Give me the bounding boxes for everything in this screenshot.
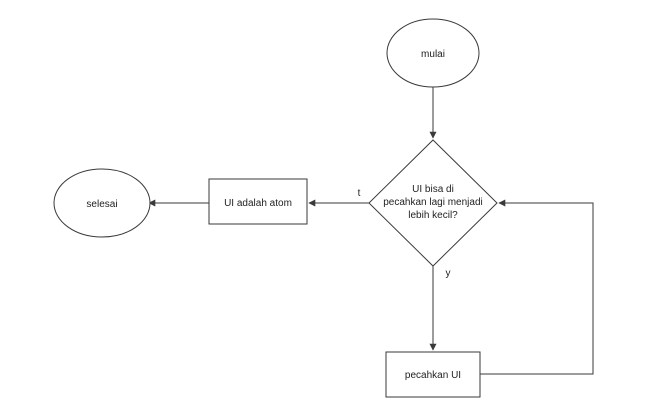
node-end-label: selesai [86, 199, 117, 210]
node-end: selesai [53, 168, 151, 238]
node-atom: UI adalah atom [208, 178, 308, 225]
node-split: pecahkan UI [385, 351, 481, 398]
edge-split-to-decision [480, 199, 594, 375]
node-decision-label-line-1: UI bisa di [412, 184, 454, 195]
edge-label-y: y [446, 268, 451, 279]
edge-label-t: t [358, 188, 361, 199]
node-decision: UI bisa di pecahkan lagi menjadi lebih k… [368, 139, 498, 267]
node-start: mulai [386, 18, 480, 88]
node-decision-label-line-2: pecahkan lagi menjadi [383, 197, 483, 208]
node-decision-label-line-3: lebih kecil? [408, 210, 458, 221]
node-split-label: pecahkan UI [405, 370, 461, 381]
node-atom-label: UI adalah atom [224, 198, 292, 209]
node-start-label: mulai [421, 49, 445, 60]
